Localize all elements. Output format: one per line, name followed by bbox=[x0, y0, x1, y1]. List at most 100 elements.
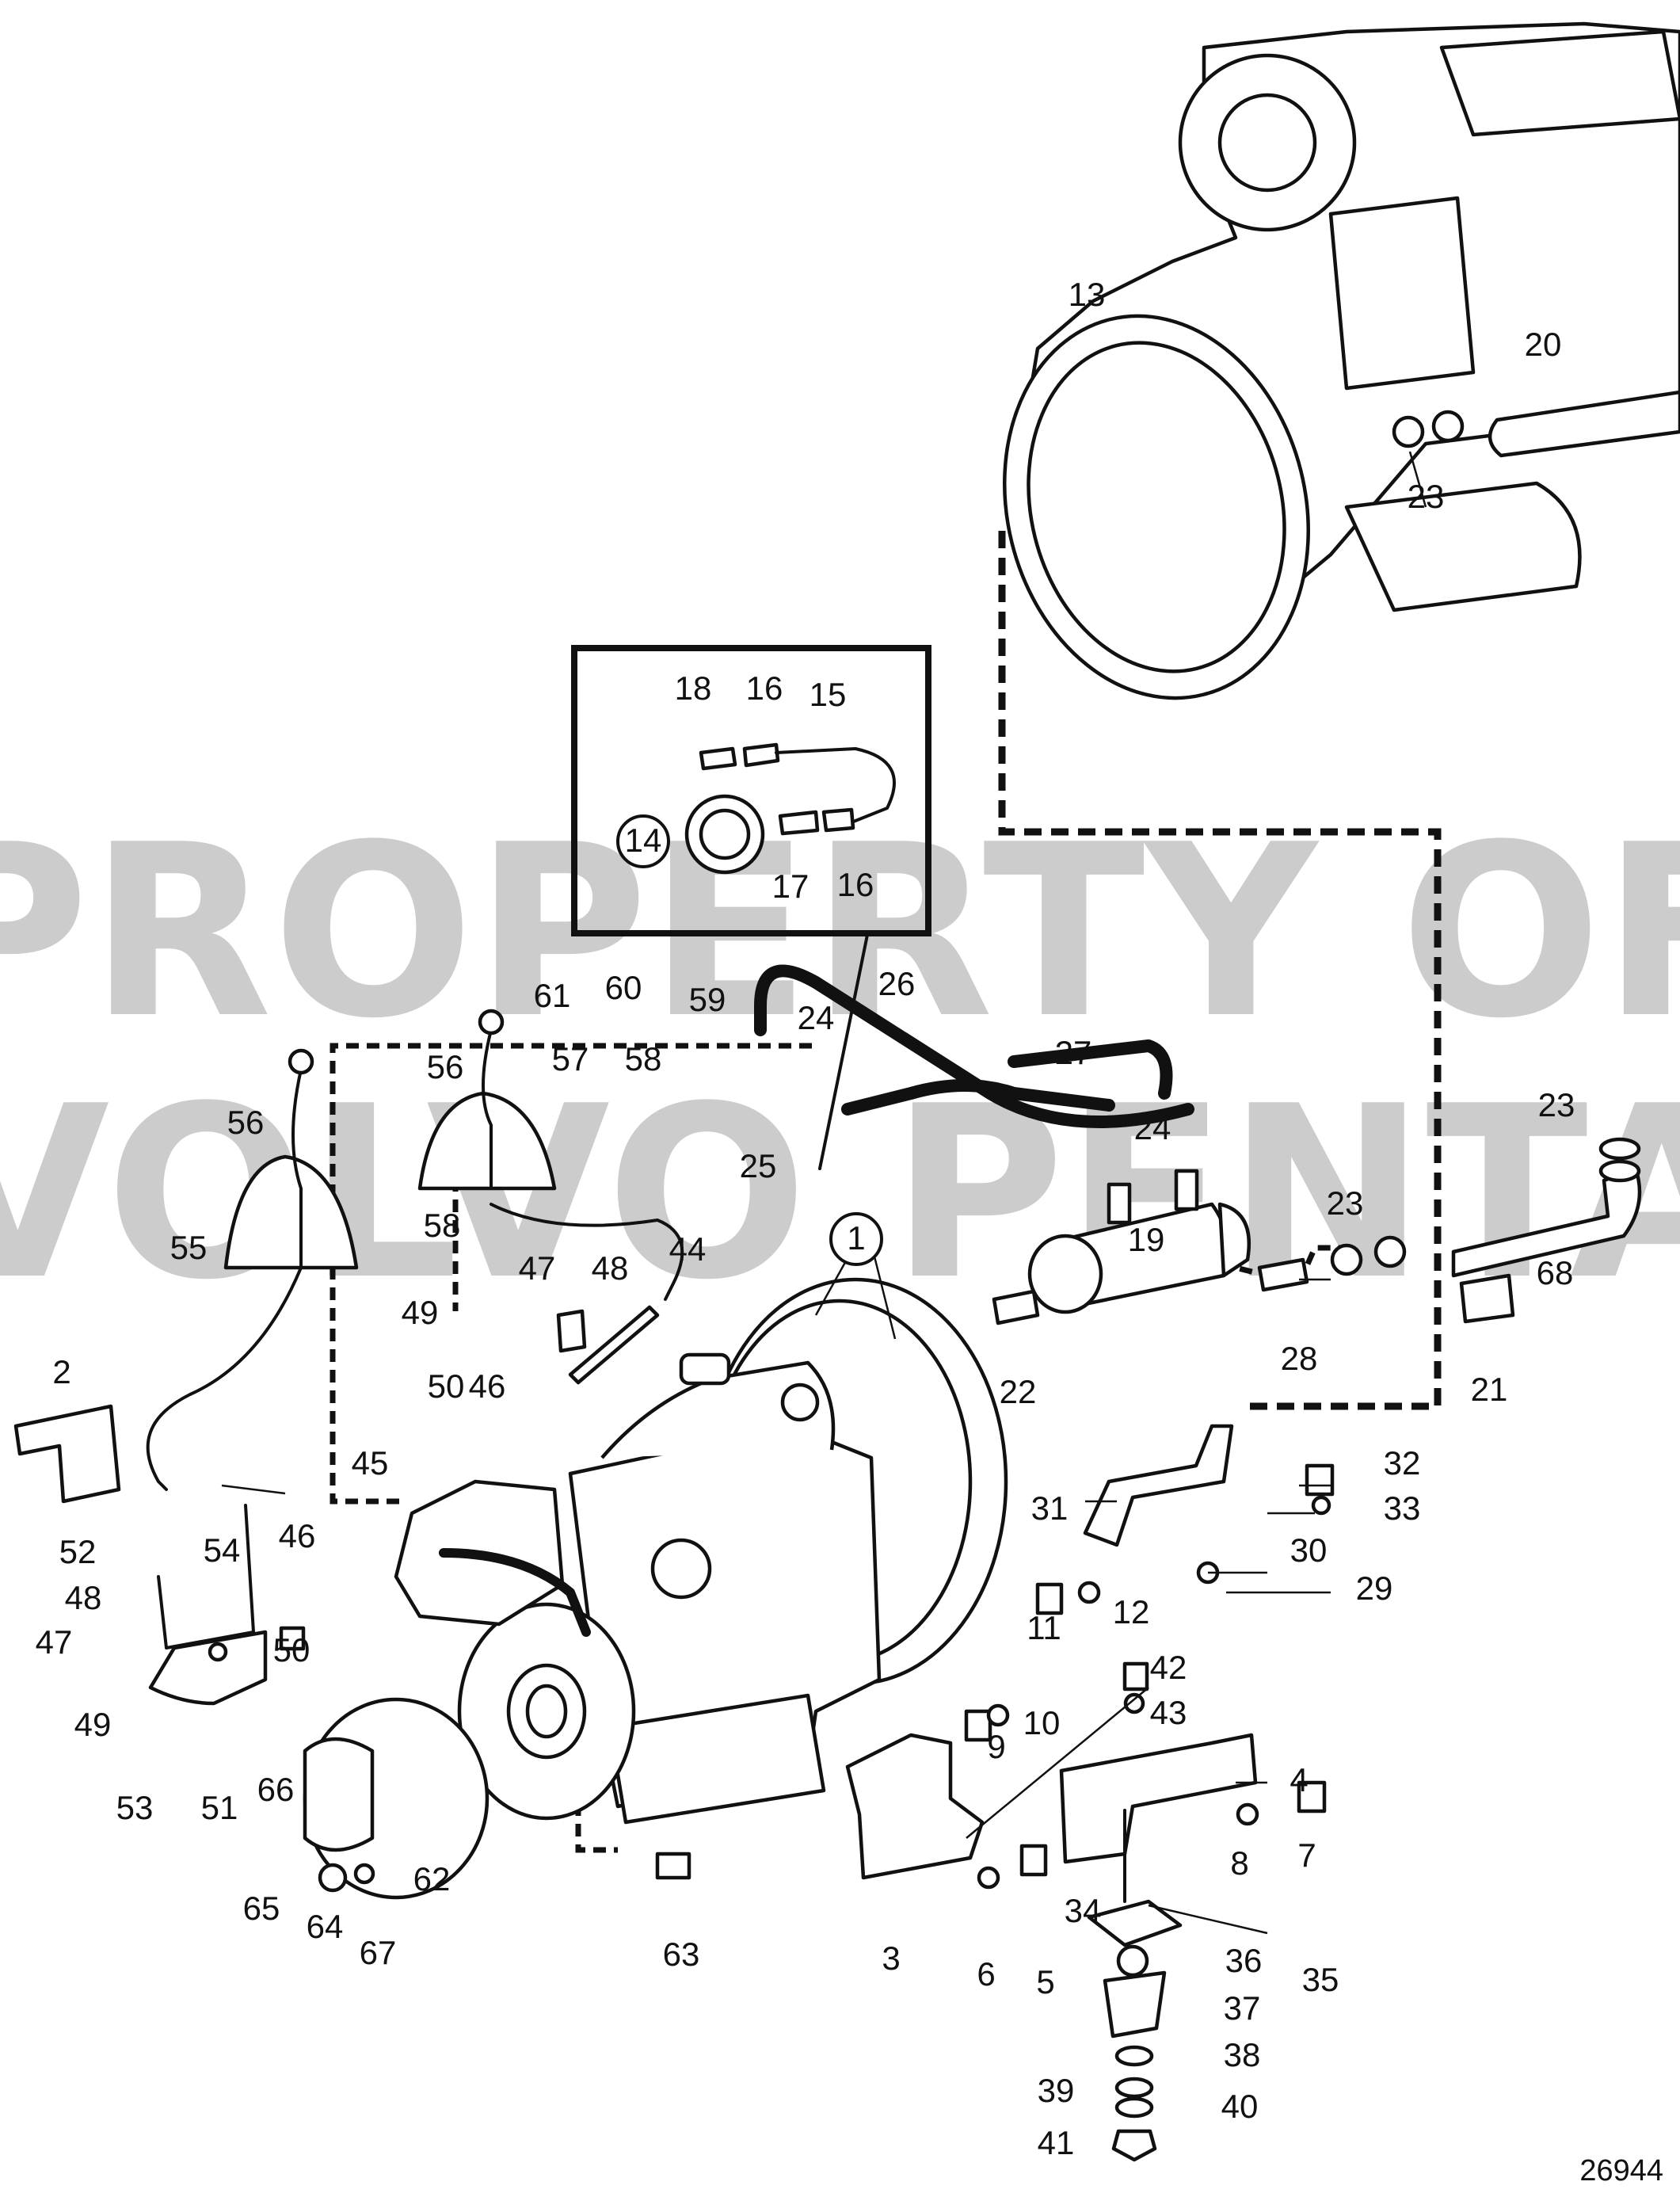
callout-66: 66 bbox=[257, 1771, 295, 1808]
callout-24-right: 24 bbox=[1134, 1109, 1171, 1146]
hose-21 bbox=[1459, 1273, 1515, 1324]
hose-clamps-23-right bbox=[1598, 1137, 1641, 1183]
callout-1-circle bbox=[829, 1212, 883, 1266]
nipple-22 bbox=[992, 1289, 1040, 1325]
callout-12: 12 bbox=[1113, 1593, 1150, 1630]
callout-58-top: 58 bbox=[625, 1040, 662, 1077]
cable-58 bbox=[490, 1203, 684, 1301]
callout-9: 9 bbox=[987, 1728, 1005, 1765]
callout-18: 18 bbox=[675, 669, 712, 707]
callout-47-top: 47 bbox=[519, 1249, 556, 1287]
callout-23-top: 23 bbox=[1408, 478, 1445, 515]
callout-54: 54 bbox=[204, 1531, 241, 1569]
cable-55 bbox=[146, 1266, 303, 1491]
callout-1: 1 bbox=[847, 1219, 865, 1257]
callout-21: 21 bbox=[1471, 1371, 1508, 1408]
callout-23-right: 23 bbox=[1538, 1086, 1575, 1123]
callout-34: 34 bbox=[1065, 1892, 1102, 1929]
hose-clamps-23-top bbox=[1392, 410, 1465, 448]
callout-48-top: 48 bbox=[592, 1249, 629, 1287]
hose-27b bbox=[1008, 1039, 1173, 1100]
oil-cooler-19 bbox=[1027, 1169, 1251, 1314]
callout-22: 22 bbox=[1000, 1373, 1037, 1410]
flywheel-housing bbox=[1003, 314, 1310, 700]
callout-51: 51 bbox=[201, 1789, 238, 1826]
rubber-mount-stack bbox=[1087, 1809, 1183, 2162]
fitting-right bbox=[1257, 1257, 1309, 1292]
callout-11: 11 bbox=[1027, 1609, 1061, 1646]
hose-20 bbox=[1488, 390, 1680, 458]
callout-67: 67 bbox=[360, 1934, 397, 1971]
callout-55: 55 bbox=[170, 1229, 208, 1266]
callout-14-circle bbox=[616, 814, 670, 868]
callout-17: 17 bbox=[772, 868, 810, 905]
callout-23-mid: 23 bbox=[1327, 1184, 1364, 1222]
callout-61: 61 bbox=[534, 977, 571, 1014]
callout-36: 36 bbox=[1225, 1942, 1263, 1979]
callout-46-top: 46 bbox=[469, 1367, 506, 1405]
callout-64: 64 bbox=[307, 1908, 344, 1945]
bracket-2 bbox=[13, 1404, 121, 1504]
callout-44: 44 bbox=[669, 1230, 707, 1268]
callout-30: 30 bbox=[1290, 1531, 1328, 1569]
callout-33: 33 bbox=[1384, 1489, 1421, 1527]
callout-2: 2 bbox=[52, 1353, 70, 1390]
callout-25: 25 bbox=[740, 1147, 777, 1184]
callout-29: 29 bbox=[1356, 1569, 1393, 1607]
callout-65: 65 bbox=[243, 1890, 280, 1927]
callout-49-left: 49 bbox=[74, 1706, 112, 1743]
inset-box-pressure-gauge bbox=[571, 645, 931, 936]
callout-14: 14 bbox=[625, 822, 662, 859]
hose-68 bbox=[1451, 1166, 1642, 1278]
callout-49-top: 49 bbox=[402, 1294, 439, 1331]
control-valve bbox=[394, 1479, 591, 1637]
callout-16-top: 16 bbox=[746, 669, 783, 707]
flange-62 bbox=[303, 1697, 490, 1900]
output-flange bbox=[457, 1602, 636, 1821]
callout-24-left: 24 bbox=[798, 999, 835, 1036]
callout-32: 32 bbox=[1384, 1444, 1421, 1482]
callout-50-top: 50 bbox=[428, 1367, 465, 1405]
callout-3: 3 bbox=[882, 1939, 900, 1977]
callout-16-bottom: 16 bbox=[837, 866, 874, 903]
dashed-guide-left bbox=[452, 1173, 515, 1311]
callout-46-left: 46 bbox=[279, 1517, 316, 1554]
hose-clamps-23-mid bbox=[1330, 1235, 1407, 1276]
callout-53: 53 bbox=[116, 1789, 154, 1826]
inset-arrow bbox=[818, 933, 869, 1170]
fasteners bbox=[208, 1463, 1335, 1893]
callout-50-left: 50 bbox=[273, 1631, 310, 1669]
dashed-guide-main bbox=[998, 531, 1442, 1410]
callout-26: 26 bbox=[878, 965, 916, 1002]
callout-5: 5 bbox=[1036, 1963, 1054, 2000]
callout-13: 13 bbox=[1069, 276, 1106, 313]
callout-labels: 1 2 3 4 5 6 7 8 9 10 11 12 13 14 15 16 1… bbox=[36, 276, 1575, 2161]
control-lever-56-right bbox=[417, 1009, 557, 1191]
lever-51 bbox=[148, 1504, 268, 1706]
control-lever-56-left bbox=[223, 1048, 359, 1270]
inset-parts bbox=[684, 742, 896, 875]
callout-10: 10 bbox=[1023, 1704, 1061, 1741]
callout-45: 45 bbox=[352, 1444, 389, 1482]
callout-63: 63 bbox=[663, 1936, 700, 1973]
callout-7: 7 bbox=[1297, 1836, 1316, 1874]
bracket-3 bbox=[845, 1733, 985, 1880]
callout-15: 15 bbox=[810, 676, 847, 713]
callout-42: 42 bbox=[1150, 1649, 1187, 1686]
hose-27 bbox=[841, 1079, 1115, 1116]
callout-56-left: 56 bbox=[227, 1104, 265, 1141]
callout-40: 40 bbox=[1221, 2088, 1259, 2125]
callout-56-right: 56 bbox=[427, 1048, 464, 1085]
hose-26 bbox=[754, 964, 1194, 1128]
bracket-31 bbox=[1083, 1424, 1234, 1547]
callout-28: 28 bbox=[1281, 1340, 1318, 1377]
callout-6: 6 bbox=[977, 1955, 995, 1993]
watermark: PROPERTY OF VOLVO PENTA bbox=[0, 794, 1680, 1332]
callout-58-mid: 58 bbox=[424, 1207, 461, 1244]
callout-39: 39 bbox=[1038, 2072, 1075, 2109]
callout-62: 62 bbox=[413, 1860, 451, 1897]
callout-37: 37 bbox=[1224, 1989, 1261, 2027]
callout-59: 59 bbox=[689, 981, 726, 1018]
